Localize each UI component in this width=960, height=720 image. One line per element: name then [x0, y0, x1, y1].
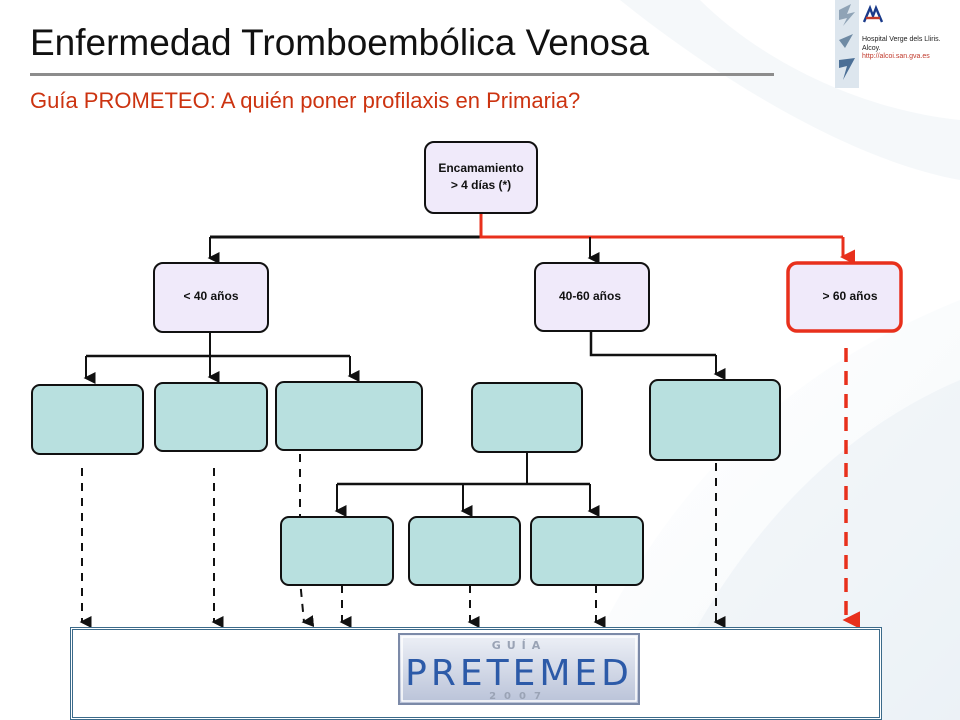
age-node-over-60 — [786, 261, 903, 333]
root-node — [424, 141, 538, 214]
hospital-logo-block: Hospital Verge dels Lliris. Alcoy. http:… — [832, 0, 960, 92]
page-subtitle: Guía PROMETEO: A quién poner profilaxis … — [30, 88, 581, 113]
pretemed-logo-year: 2007 — [489, 691, 549, 702]
leaf-box — [280, 516, 394, 586]
age-node-under-40-label: < 40 años — [183, 289, 239, 303]
hospital-emblem-icon — [835, 0, 859, 88]
pretemed-logo-top: GUÍA — [492, 639, 547, 652]
leaf-box — [275, 381, 423, 451]
pretemed-logo: GUÍA PRETEMED 2007 — [398, 633, 640, 705]
leaf-box — [31, 384, 144, 455]
leaf-box — [408, 516, 521, 586]
title-divider — [30, 73, 774, 76]
age-node-40-60 — [534, 262, 650, 332]
leaf-box — [154, 382, 268, 452]
gva-logo-icon — [862, 4, 884, 23]
page-title: Enfermedad Tromboembólica Venosa — [30, 22, 650, 63]
branch-under-40-connectors — [83, 332, 360, 384]
leaf-box — [530, 516, 644, 586]
leaf-box — [649, 379, 781, 461]
root-connectors — [207, 213, 855, 265]
pretemed-logo-word: PRETEMED — [405, 653, 633, 694]
branch-40-60-connectors — [334, 331, 726, 517]
leaf-box — [471, 382, 583, 453]
hospital-name: Hospital Verge dels Lliris. Alcoy. — [862, 36, 941, 52]
root-node-label: Encamamiento > 4 días (*) — [438, 161, 524, 192]
age-node-40-60-label: 40-60 años — [558, 289, 622, 303]
hospital-url: http://alcoi.san.gva.es — [862, 53, 930, 60]
age-node-over-60-label: > 60 años — [822, 289, 878, 303]
age-node-under-40 — [153, 262, 269, 333]
